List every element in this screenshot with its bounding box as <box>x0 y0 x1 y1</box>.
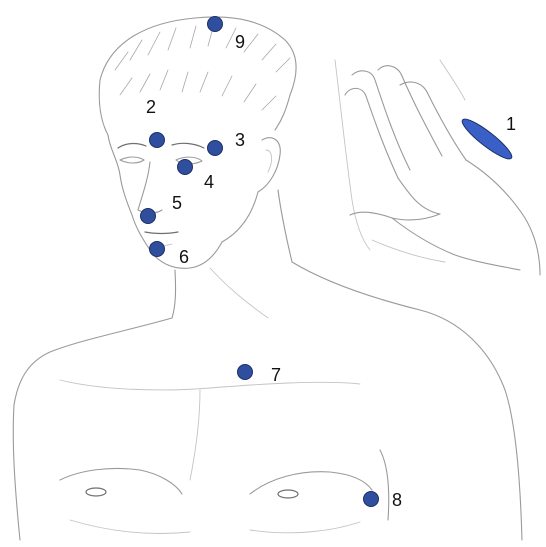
point-7-marker <box>238 365 253 380</box>
point-8-label: 8 <box>392 490 402 510</box>
hand-sketch <box>335 60 540 275</box>
point-5-label: 5 <box>172 193 182 213</box>
point-9-marker <box>208 17 223 32</box>
point-7-label: 7 <box>271 365 281 385</box>
point-2-label: 2 <box>146 97 156 117</box>
point-9-label: 9 <box>235 32 245 52</box>
point-6-label: 6 <box>179 247 189 267</box>
point-6-marker <box>150 242 165 257</box>
point-1-label: 1 <box>506 114 516 134</box>
point-3-label: 3 <box>235 130 245 150</box>
point-5-marker <box>141 209 156 224</box>
point-3-marker <box>208 141 223 156</box>
point-2-marker <box>150 133 165 148</box>
point-4-label: 4 <box>204 172 214 192</box>
point-8-marker <box>364 492 379 507</box>
body-sketch <box>13 17 522 540</box>
point-4-marker <box>178 160 193 175</box>
